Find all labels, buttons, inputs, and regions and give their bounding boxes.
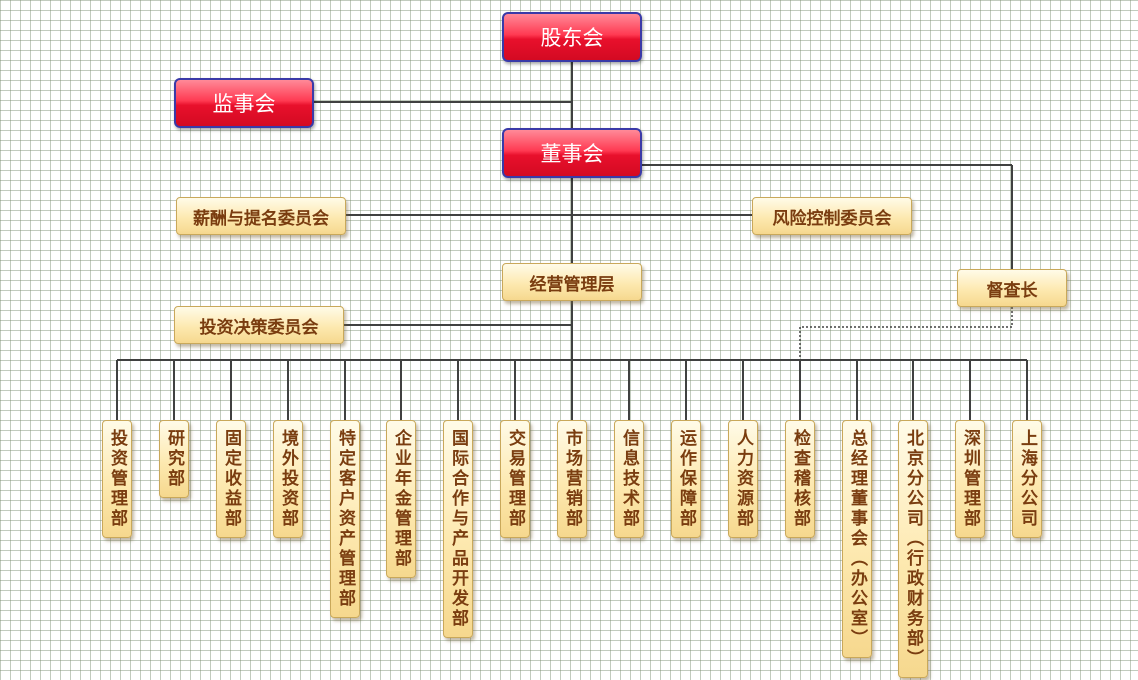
dept-information-technology[interactable]: 信息技术部 [614,420,644,538]
dept-operations-support[interactable]: 运作保障部 [671,420,701,538]
dept-fixed-income[interactable]: 固定收益部 [216,420,246,538]
investment-committee-box[interactable]: 投资决策委员会 [174,306,344,344]
management-layer-box[interactable]: 经营管理层 [502,263,642,301]
board-of-directors-box[interactable]: 董事会 [502,128,642,178]
risk-committee-box[interactable]: 风险控制委员会 [752,197,912,235]
shareholders-meeting-box[interactable]: 股东会 [502,12,642,62]
inspector-general-box[interactable]: 督查长 [957,269,1067,307]
supervisory-board-box[interactable]: 监事会 [174,78,314,128]
dept-investment-management[interactable]: 投资管理部 [102,420,132,538]
dept-international-product-development[interactable]: 国际合作与产品开发部 [443,420,473,638]
dept-trading-management[interactable]: 交易管理部 [500,420,530,538]
dept-human-resources[interactable]: 人力资源部 [728,420,758,538]
dept-beijing-branch[interactable]: 北京分公司（行政财务部） [898,420,928,678]
dept-overseas-investment[interactable]: 境外投资部 [273,420,303,538]
dept-inspection-audit[interactable]: 检查稽核部 [785,420,815,538]
dept-shanghai-branch[interactable]: 上海分公司 [1012,420,1042,538]
dept-gm-board-office[interactable]: 总经理董事会（办公室） [842,420,872,658]
dept-shenzhen-management[interactable]: 深圳管理部 [955,420,985,538]
dept-special-client-asset-management[interactable]: 特定客户资产管理部 [330,420,360,618]
dept-marketing[interactable]: 市场营销部 [557,420,587,538]
dept-research[interactable]: 研究部 [159,420,189,498]
dept-enterprise-annuity[interactable]: 企业年金管理部 [386,420,416,578]
compensation-committee-box[interactable]: 薪酬与提名委员会 [176,197,346,235]
